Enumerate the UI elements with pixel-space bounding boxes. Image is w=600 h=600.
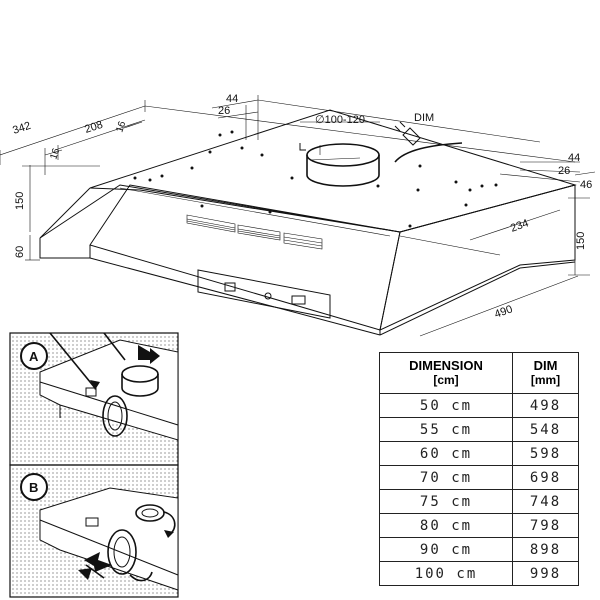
dim-cell: 698 [512,465,579,490]
size-cell: 70 cm [379,465,513,490]
switch-left-icon [224,282,236,292]
dim-16-top: 16 [114,120,128,134]
dim-cell: 898 [512,537,579,562]
vent-grille [186,214,323,250]
step-b-label: B [29,480,38,495]
dim-26-right: 26 [558,165,570,177]
col-dim-title: DIM [533,358,558,373]
outlet-collar-icon [299,143,380,187]
size-cell: 75 cm [379,489,513,514]
dim-cell: 548 [512,417,579,442]
indicator-light-icon [264,292,272,300]
dim-diameter: ∅100-120 [315,114,365,126]
size-cell: 80 cm [379,513,513,538]
hood-body [39,109,577,336]
col-dimension-header: DIMENSION [cm] [379,352,513,394]
dim-342: 342 [11,120,32,137]
size-cell: 60 cm [379,441,513,466]
dim-150-right: 150 [575,232,587,250]
size-cell: 100 cm [379,561,513,586]
switch-right-icon [291,295,306,305]
size-cell: 50 cm [379,393,513,418]
dim-208: 208 [83,119,104,136]
dimension-lines [0,95,596,337]
dim-46: 46 [580,179,592,191]
dim-cell: 598 [512,441,579,466]
dim-60: 60 [14,246,26,258]
dim-16-left: 16 [48,147,62,161]
control-panel [197,269,331,319]
dim-cell: 798 [512,513,579,538]
dim-44-left: 44 [226,93,238,105]
dim-234: 234 [509,217,530,235]
step-b-panel: B [9,464,179,598]
mounting-holes [133,130,498,228]
size-cell: 90 cm [379,537,513,562]
dim-490: 490 [493,303,514,321]
col-dim-header: DIM [mm] [512,352,579,394]
dim-cell: 498 [512,393,579,418]
step-a-panel: A [9,332,179,466]
dim-150-left: 150 [14,192,26,210]
dim-cell: 748 [512,489,579,514]
dim-44-right: 44 [568,152,580,164]
dim-26-left: 26 [218,105,230,117]
power-cord-icon [394,121,463,163]
col-dim-unit: [mm] [530,373,561,387]
size-cell: 55 cm [379,417,513,442]
col-dimension-unit: [cm] [433,373,459,387]
step-a-label: A [29,349,39,364]
dim-cell: 998 [512,561,579,586]
table-header-row: DIMENSION [cm] DIM [mm] [379,352,579,394]
dim-label: DIM [414,112,434,124]
col-dimension-title: DIMENSION [409,358,483,373]
